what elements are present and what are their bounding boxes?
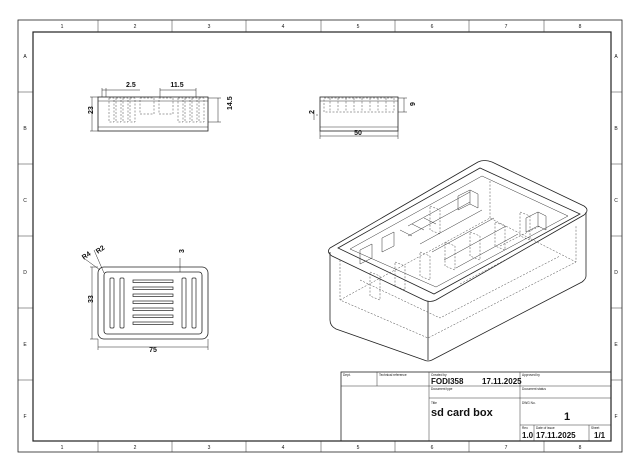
title-block	[340, 371, 612, 442]
dim-front-width: 2.5	[126, 82, 136, 89]
zone-ticks	[18, 20, 622, 452]
dim-top-r2: R2	[95, 245, 106, 256]
tb-created-by-label: Created by	[431, 373, 447, 377]
tb-created-by: FODI358	[431, 377, 464, 386]
zone-row-b-right: B	[614, 126, 618, 132]
tb-dwg-no: 1	[564, 411, 570, 423]
tb-tech-ref-label: Technical reference	[379, 373, 407, 377]
zone-row-d-right: D	[614, 270, 618, 276]
dim-side-wall: 9	[410, 102, 417, 106]
zone-col-1-bottom: 1	[61, 445, 64, 451]
tb-title-label: Title	[431, 401, 437, 405]
zone-col-3-bottom: 3	[208, 445, 211, 451]
dim-front-slot: 11.5	[170, 82, 183, 89]
zone-row-b-left: B	[23, 126, 27, 132]
dim-front-height: 23	[88, 106, 95, 114]
front-view: 2.5 11.5 23 14.5	[88, 82, 234, 132]
zone-row-c-left: C	[23, 198, 27, 204]
zone-col-6-top: 6	[431, 24, 434, 30]
dim-front-inner: 14.5	[227, 96, 234, 110]
tb-sheet: 1/1	[594, 431, 606, 440]
top-view: R4 R2 3 33 75	[81, 245, 209, 354]
tb-doc-status-label: Document status	[522, 387, 546, 391]
tb-rev: 1.0	[522, 431, 534, 440]
tb-date-issue: 17.11.2025	[536, 431, 576, 440]
zone-col-6-bottom: 6	[431, 445, 434, 451]
zone-col-5-top: 5	[357, 24, 360, 30]
zone-col-2-top: 2	[134, 24, 137, 30]
tb-created-date: 17.11.2025	[482, 377, 522, 386]
zone-col-1-top: 1	[61, 24, 64, 30]
zone-row-d-left: D	[23, 270, 27, 276]
tb-title: sd card box	[431, 407, 494, 419]
tb-sheet-label: Sheet	[591, 426, 599, 430]
isometric-view	[328, 160, 588, 362]
zone-col-4-bottom: 4	[282, 445, 285, 451]
zone-row-e-right: E	[614, 342, 618, 348]
tb-approved-by-label: Approved by	[522, 373, 540, 377]
zone-row-e-left: E	[23, 342, 27, 348]
zone-col-7-bottom: 7	[505, 445, 508, 451]
dim-side-base: 2	[309, 110, 316, 114]
zone-row-a-left: A	[23, 54, 27, 60]
zone-col-3-top: 3	[208, 24, 211, 30]
zone-col-4-top: 4	[282, 24, 285, 30]
tb-rev-label: Rev.	[522, 426, 528, 430]
zone-row-f-left: F	[23, 414, 26, 420]
zone-row-a-right: A	[614, 54, 618, 60]
zone-col-8-bottom: 8	[579, 445, 582, 451]
tb-date-issue-label: Date of issue	[536, 426, 555, 430]
tb-doc-type-label: Document type	[431, 387, 453, 391]
zone-row-c-right: C	[614, 198, 618, 204]
zone-row-f-right: F	[614, 414, 617, 420]
zone-col-8-top: 8	[579, 24, 582, 30]
dim-top-depth: 33	[88, 295, 95, 303]
side-view: 2 9 50	[309, 96, 417, 139]
tb-dwg-no-label: DWG No.	[522, 401, 536, 405]
zone-col-2-bottom: 2	[134, 445, 137, 451]
dim-top-r4: R4	[81, 251, 92, 262]
dim-side-length: 50	[354, 130, 362, 137]
zone-col-5-bottom: 5	[357, 445, 360, 451]
dim-top-length: 75	[149, 347, 157, 354]
tb-dept-label: Dept.	[343, 373, 351, 377]
dim-top-wall: 3	[179, 249, 186, 253]
inner-frame	[32, 31, 612, 442]
zone-col-7-top: 7	[505, 24, 508, 30]
